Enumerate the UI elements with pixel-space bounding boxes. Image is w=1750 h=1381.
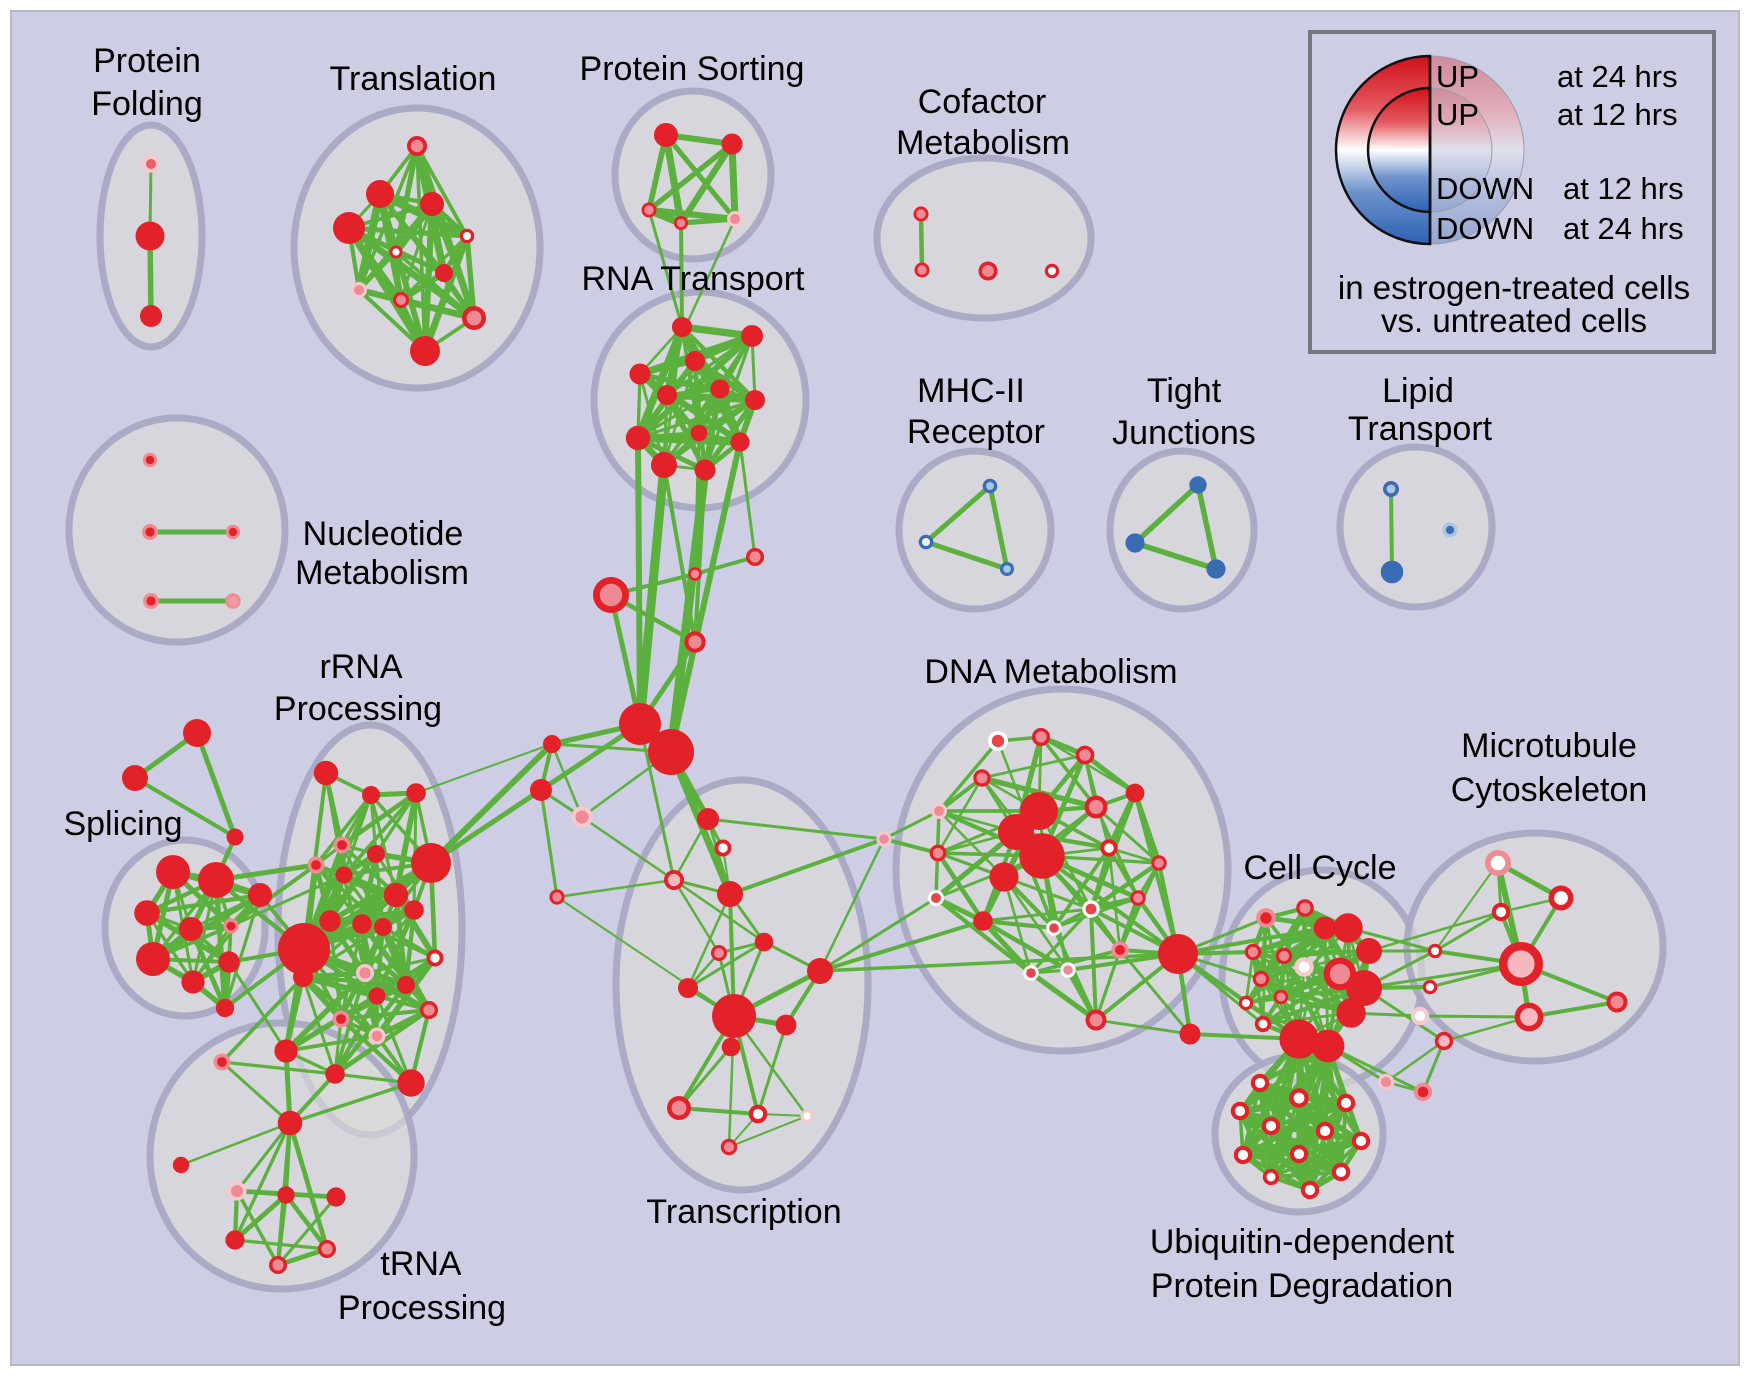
svg-text:Splicing: Splicing (63, 805, 182, 843)
svg-text:Cytoskeleton: Cytoskeleton (1451, 771, 1648, 809)
svg-text:Protein: Protein (93, 42, 201, 80)
svg-text:rRNA: rRNA (319, 648, 402, 686)
svg-text:Processing: Processing (274, 690, 442, 728)
svg-text:DOWN: DOWN (1436, 171, 1534, 206)
svg-text:Translation: Translation (330, 60, 497, 98)
svg-text:Protein Degradation: Protein Degradation (1151, 1267, 1453, 1305)
svg-text:Metabolism: Metabolism (295, 554, 469, 592)
svg-text:Tight: Tight (1147, 372, 1222, 410)
svg-text:Lipid: Lipid (1382, 372, 1454, 410)
svg-text:Cell Cycle: Cell Cycle (1243, 849, 1396, 887)
svg-text:at 24 hrs: at 24 hrs (1563, 211, 1684, 246)
svg-text:Processing: Processing (338, 1289, 506, 1327)
svg-text:DOWN: DOWN (1436, 211, 1534, 246)
svg-text:Cofactor: Cofactor (918, 83, 1047, 121)
svg-text:UP: UP (1436, 97, 1479, 132)
svg-text:tRNA: tRNA (380, 1245, 462, 1283)
svg-text:UP: UP (1436, 59, 1479, 94)
svg-text:Transport: Transport (1348, 410, 1493, 448)
svg-text:at 12 hrs: at 12 hrs (1563, 171, 1684, 206)
svg-text:Folding: Folding (91, 85, 203, 123)
svg-text:RNA Transport: RNA Transport (582, 260, 806, 298)
svg-text:Junctions: Junctions (1112, 414, 1256, 452)
svg-text:Transcription: Transcription (646, 1193, 841, 1231)
svg-text:Microtubule: Microtubule (1461, 727, 1637, 765)
svg-text:at 12 hrs: at 12 hrs (1557, 97, 1678, 132)
svg-text:Receptor: Receptor (907, 413, 1045, 451)
svg-text:Protein Sorting: Protein Sorting (580, 50, 805, 88)
svg-text:vs. untreated cells: vs. untreated cells (1381, 302, 1647, 339)
svg-text:Metabolism: Metabolism (896, 124, 1070, 162)
svg-text:in estrogen-treated cells: in estrogen-treated cells (1338, 269, 1690, 306)
svg-text:Nucleotide: Nucleotide (303, 515, 464, 553)
svg-text:MHC-II: MHC-II (917, 372, 1025, 410)
svg-text:Ubiquitin-dependent: Ubiquitin-dependent (1150, 1223, 1455, 1261)
svg-text:DNA Metabolism: DNA Metabolism (924, 653, 1177, 691)
svg-text:at 24 hrs: at 24 hrs (1557, 59, 1678, 94)
